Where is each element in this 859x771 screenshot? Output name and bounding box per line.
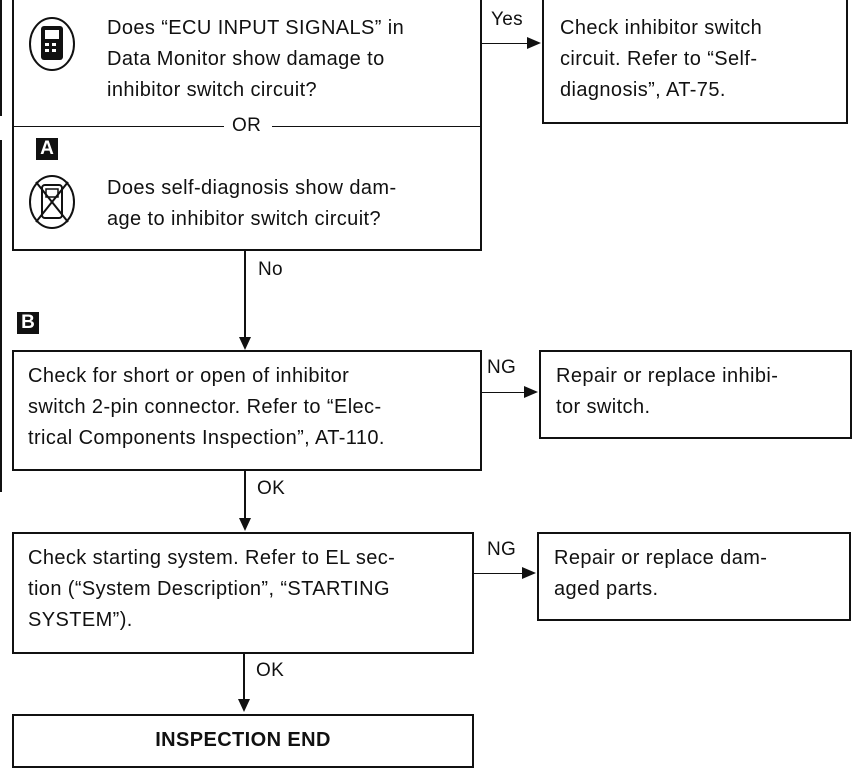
step-b-text: Check for short or open of inhibitor swi… [28,365,385,449]
or-divider-right [272,126,482,127]
marker-a: A [36,138,58,160]
inspection-end-label: INSPECTION END [155,729,331,751]
consult-tester-icon [28,16,76,77]
step-c-ok-label: OK [256,660,285,681]
step-b-box [12,350,482,471]
step-c-ng-connector [474,573,522,574]
step-b-ng-connector [482,392,524,393]
no-connector [244,251,246,337]
step-c-ok-connector [243,654,245,699]
step-b-ok-label: OK [257,478,286,499]
yes-result-box [542,0,848,124]
step-c-text: Check starting system. Refer to EL sec- … [28,547,396,631]
margin-bar-top [0,0,2,116]
yes-connector [482,43,527,44]
step-c-ng-arrowhead [522,567,536,579]
marker-b: B [17,312,39,334]
step-b-ng-box [539,350,852,439]
yes-label: Yes [491,9,523,30]
step-b-ng-label: NG [487,357,517,378]
step-c-ok-arrowhead [238,699,250,712]
yes-result-text: Check inhibitor switch circuit. Refer to… [560,17,763,101]
no-arrowhead [239,337,251,350]
or-label: OR [232,115,262,136]
step-b-ok-arrowhead [239,518,251,531]
step-b-ok-connector [244,471,246,518]
inspection-end-box [12,714,474,768]
yes-arrowhead [527,37,541,49]
step-b-ng-text: Repair or replace inhibi- tor switch. [556,365,779,418]
question-text-2: Does self-diagnosis show dam- age to inh… [107,177,397,230]
step-c-box [12,532,474,654]
step-b-ng-arrowhead [524,386,538,398]
no-label: No [258,259,283,280]
step-c-ng-text: Repair or replace dam- aged parts. [554,547,768,600]
no-tester-icon [28,174,76,235]
margin-bar-bottom [0,140,2,492]
step-c-ng-label: NG [487,539,517,560]
question-box [12,0,482,251]
question-text: Does “ECU INPUT SIGNALS” in Data Monitor… [107,17,405,101]
or-divider-left [12,126,224,127]
step-c-ng-box [537,532,851,621]
